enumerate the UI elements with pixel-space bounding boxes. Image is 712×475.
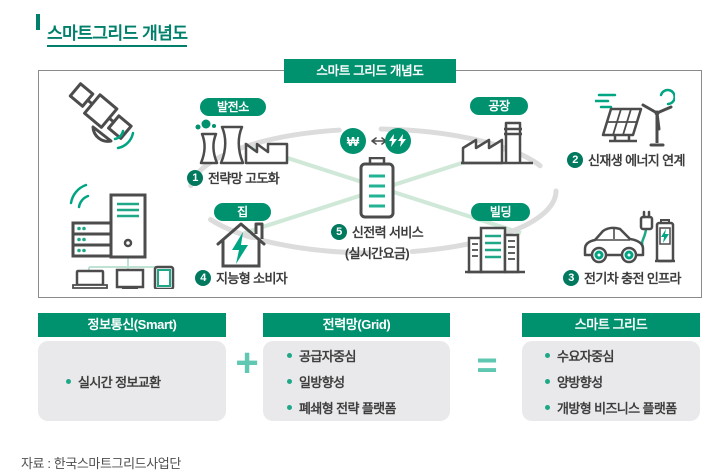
server-network-icon [69, 183, 175, 289]
list-item: 일방향성 [287, 372, 450, 391]
source-note: 자료 : 한국스마트그리드사업단 [21, 456, 181, 471]
list-item-text: 일방향성 [299, 374, 345, 390]
list-item-text: 양방향성 [557, 374, 603, 390]
equals-icon: = [476, 344, 498, 385]
caption-new-power-service: 5 신전력 서비스 (실시간요금) [309, 222, 445, 262]
list-item: 실시간 정보교환 [66, 372, 226, 391]
badge-3: 3 [563, 269, 579, 286]
badge-2: 2 [567, 151, 583, 168]
caption-text: 전기차 충전 인프라 [584, 271, 682, 286]
bullet-icon [287, 352, 292, 358]
list-item-text: 공급자중심 [299, 348, 356, 364]
caption-text: 전략망 고도화 [208, 171, 280, 186]
compare-box-smart-grid: 스마트 그리드 수요자중심 양방향성 개방형 비즈니스 플랫폼 [522, 313, 700, 421]
satellite-icon [68, 82, 135, 150]
node-label-home: 집 [214, 203, 271, 221]
caption-smart-consumer: 4 지능형 소비자 [195, 268, 288, 287]
caption-renewable-energy: 2 신재생 에너지 연계 [567, 150, 686, 169]
building-icon [465, 226, 525, 274]
badge-5: 5 [330, 223, 347, 240]
list-item: 폐쇄형 전략 플랫폼 [287, 398, 450, 417]
ev-charging-icon [583, 210, 675, 264]
plus-icon: + [235, 341, 259, 385]
won-symbol: ₩ [346, 133, 360, 149]
diagram-title-tab: 스마트 그리드 개념도 [284, 59, 456, 83]
bullet-icon [545, 352, 550, 358]
bullet-icon [287, 378, 292, 384]
list-item: 공급자중심 [287, 346, 450, 365]
won-coin-icon: ₩ [340, 128, 366, 154]
bullet-icon [545, 404, 550, 410]
list-item-text: 폐쇄형 전략 플랫폼 [299, 400, 397, 416]
compare-box-grid: 전력망(Grid) 공급자중심 일방향성 폐쇄형 전략 플랫폼 [263, 313, 450, 421]
compare-box-header: 정보통신(Smart) [38, 313, 226, 337]
list-item: 수요자중심 [545, 346, 700, 365]
compare-box-header: 스마트 그리드 [522, 313, 700, 337]
caption-subtext: (실시간요금) [344, 246, 410, 261]
solar-wind-icon [595, 88, 675, 147]
house-energy-icon [216, 222, 266, 268]
node-label-building: 빌딩 [471, 203, 530, 221]
badge-4: 4 [195, 269, 211, 286]
bullet-icon [66, 378, 71, 384]
bullet-icon [287, 404, 292, 410]
caption-power-grid-upgrade: 1 전략망 고도화 [187, 168, 280, 187]
concept-diagram-panel: 스마트 그리드 개념도 [38, 59, 702, 298]
list-item: 양방향성 [545, 372, 700, 391]
factory-icon [461, 121, 533, 165]
list-item-text: 개방형 비즈니스 플랫폼 [557, 400, 677, 416]
battery-icon [359, 157, 395, 219]
bullet-icon [545, 378, 550, 384]
title-accent-bar [36, 14, 40, 30]
caption-text: 지능형 소비자 [216, 271, 288, 286]
compare-box-smart: 정보통신(Smart) 실시간 정보교환 [38, 313, 226, 421]
caption-text: 신전력 서비스 [351, 225, 424, 240]
compare-box-header: 전력망(Grid) [263, 313, 450, 337]
double-arrow-icon [371, 137, 387, 145]
caption-text: 신재생 에너지 연계 [588, 153, 686, 168]
page-title: 스마트그리드 개념도 [47, 19, 188, 48]
compare-box-body: 실시간 정보교환 [38, 341, 226, 421]
badge-1: 1 [187, 169, 203, 186]
compare-box-body: 수요자중심 양방향성 개방형 비즈니스 플랫폼 [522, 341, 700, 421]
node-label-factory: 공장 [470, 97, 528, 115]
node-label-power-plant: 발전소 [200, 98, 266, 116]
compare-box-body: 공급자중심 일방향성 폐쇄형 전략 플랫폼 [263, 341, 450, 421]
caption-ev-infra: 3 전기차 충전 인프라 [563, 268, 682, 287]
list-item: 개방형 비즈니스 플랫폼 [545, 398, 700, 417]
list-item-text: 수요자중심 [557, 348, 614, 364]
power-plant-icon [195, 119, 289, 165]
energy-coin-icon [385, 128, 411, 154]
list-item-text: 실시간 정보교환 [78, 374, 161, 390]
